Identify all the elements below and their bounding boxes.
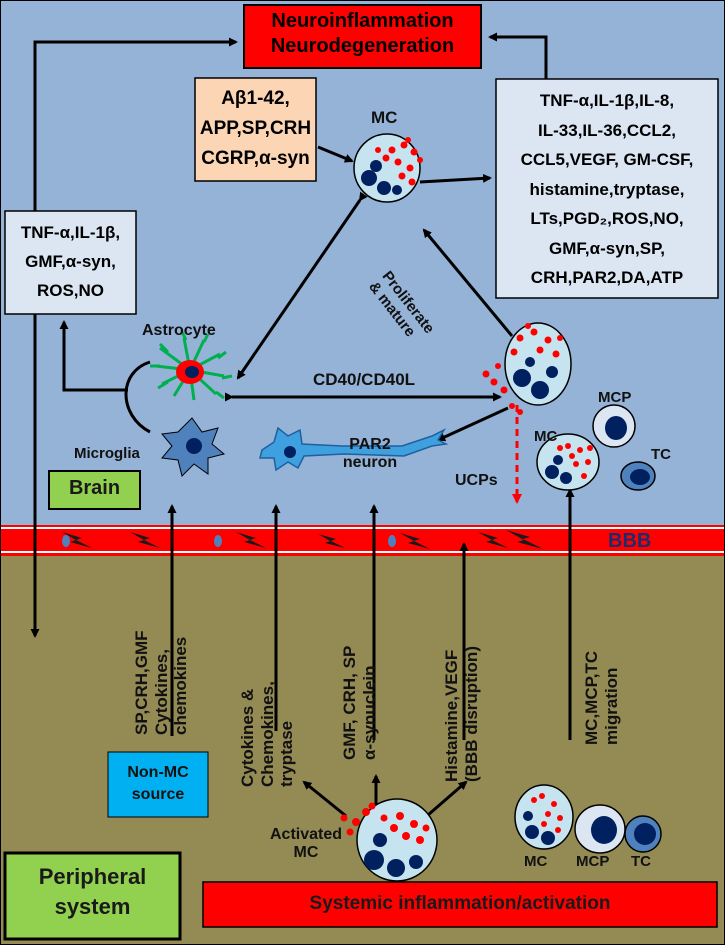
vertical-line: chemokines [171,636,191,735]
arrow-glia-to-mediators [59,320,128,392]
arrow-activated-to-histamine [427,780,468,817]
mc-proliferating-cell [482,322,572,415]
cd40-label: CD40/CD40L [313,370,416,389]
non-mc-source-box [107,751,209,818]
peripheral-line-1: Peripheral [38,864,147,889]
non-mc-line-2: source [131,786,185,803]
bbb-disruption-marks [62,530,543,549]
brain-tag [48,470,141,510]
mcp-brain-cell [592,404,636,448]
mediators-text: TNF-α,IL-1β,IL-8, IL-33,IL-36,CCL2, CCL5… [496,86,718,293]
title-text: Neuroinflammation Neurodegeneration [244,9,481,59]
mcp-bottom-label: MCP [576,853,610,870]
mc-brain-label: MC [534,428,558,445]
glia-mediator-line: GMF,α-syn, [25,252,116,271]
peripheral-line-2: system [54,894,131,919]
bbb-barrier [0,525,725,556]
stimuli-line: APP,SP,CRH [199,118,312,139]
arrow-activated-to-cytokines [302,780,347,818]
par2-neuron [259,426,449,472]
glia-mediator-line: ROS,NO [36,281,105,300]
arrow-mc-to-neuron [436,406,509,442]
bbb-label: BBB [608,530,652,552]
tc-bottom-cell [624,815,662,853]
mediator-line: TNF-α,IL-1β,IL-8, [539,91,675,110]
mediator-line: GMF,α-syn,SP, [549,238,665,258]
mediator-line: IL-33,IL-36,CCL2, [538,120,676,140]
mc-bottom-cell [514,784,574,850]
vertical-line: Cytokines & [238,688,257,787]
microglia-cell [161,417,226,477]
mediator-line: CCL5,VEGF, GM-CSF, [520,150,694,169]
neuron-label: PAR2 neuron [340,436,400,473]
activated-mc-label: Activated MC [262,826,350,863]
cytokines-chemokines-label: Cytokines & Chemokines, tryptase [238,681,297,787]
microglia-label: Microglia [74,445,140,462]
tc-bottom-label: TC [631,853,651,870]
stimuli-line: CGRP,α-syn [201,148,310,169]
peripheral-tag [3,851,182,941]
mc-top-cell [353,133,423,203]
arrow-proliferate-mature [422,228,514,337]
vertical-line: (BBB disruption) [461,646,481,782]
systemic-inflammation-box [202,881,718,928]
arrow-mc-to-mediators [419,173,492,184]
mcp-bottom-cell [574,804,626,854]
mediator-line: CRH,PAR2,DA,ATP [530,268,684,287]
brain-label: Brain [68,477,121,499]
vertical-line: SP,CRH,GMF [132,630,151,735]
vertical-line: Histamine,VEGF [442,649,461,782]
sp-crh-gmf-label: SP,CRH,GMF Cytokines, chemokines [132,630,191,735]
migration-label: MC,MCP,TC migration [582,651,621,745]
mediator-line: LTs,PGD₂,ROS,NO, [530,209,684,228]
vertical-line: MC,MCP,TC [582,650,601,745]
glia-mediator-line: TNF-α,IL-1β, [20,223,121,242]
systemic-label: Systemic inflammation/activation [309,893,611,914]
vertical-line: Chemokines, [257,681,277,787]
non-mc-line-1: Non-MC [127,764,189,781]
glia-mediators-text: TNF-α,IL-1β, GMF,α-syn, ROS,NO [5,218,136,305]
stimuli-box [194,77,317,182]
stimuli-text: Aβ1-42, APP,SP,CRH CGRP,α-syn [195,84,316,174]
mc-bottom-label: MC [524,853,548,870]
mediator-line: histamine,tryptase, [529,179,685,199]
ucps-label: UCPs [455,472,498,489]
activated-line-1: Activated [269,826,343,843]
vertical-line: Cytokines, [151,649,171,735]
astrocyte-cell [150,331,233,401]
activated-line-2: MC [293,844,319,862]
tc-label: TC [651,446,671,463]
neuron-label-line-2: neuron [342,454,398,472]
mc-top-label: MC [371,108,398,127]
stimuli-line: Aβ1-42, [221,88,290,109]
glia-mediators-box [4,210,137,315]
arrow-stimuli-to-mc [317,145,354,163]
vertical-line: migration [601,667,621,745]
gmf-crh-sp-label: GMF, CRH, SP α-synuclein [340,646,379,760]
title-line-2: Neurodegeneration [270,35,455,57]
neuron-label-line-1: PAR2 [349,436,391,453]
vertical-line: GMF, CRH, SP [340,645,359,760]
activated-mc-cell [340,798,438,882]
arrow-mediators-to-neuroinflammation [488,32,548,79]
arrow-mc-astrocyte [236,191,368,380]
mc-brain-cell [536,433,600,491]
histamine-vegf-label: Histamine,VEGF (BBB disruption) [442,646,481,782]
vertical-line: α-synuclein [359,665,379,760]
tc-brain-cell [620,461,656,491]
arrow-glia-to-neuroinflammation [33,37,238,211]
vertical-line: tryptase [277,720,297,787]
title-line-1: Neuroinflammation [271,10,454,32]
title-box [243,4,482,69]
mcp-label: MCP [598,389,632,406]
astrocyte-label: Astrocyte [142,322,216,339]
mediators-box [495,78,719,299]
peripheral-label: Peripheral system [5,862,180,922]
non-mc-source-label: Non-MC source [108,762,208,806]
